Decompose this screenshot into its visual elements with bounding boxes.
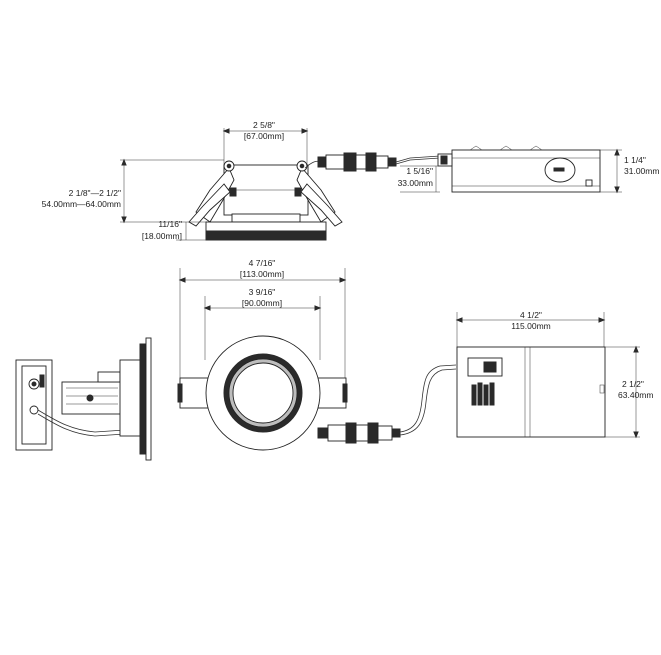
cutout-metric: 54.00mm—64.00mm — [42, 199, 121, 209]
fixture-side-profile — [15, 337, 152, 461]
driver-side-view: 1 1/4" 31.00mm 1 5/16" 33.00mm — [398, 145, 659, 194]
connector-gap-imperial: 1 5/16" — [406, 166, 433, 176]
driver-height-top-imperial: 1 1/4" — [624, 155, 646, 165]
driver-height-top-metric: 31.00mm — [624, 166, 659, 176]
connector-gap-metric: 33.00mm — [398, 178, 433, 188]
driver-height-metric: 63.40mm — [618, 390, 653, 400]
trim-inner-metric: [90.00mm] — [242, 298, 282, 308]
driver-length-imperial: 4 1/2" — [520, 310, 542, 320]
trim-height-metric: [18.00mm] — [142, 231, 182, 241]
trim-outer-metric: [113.00mm] — [240, 269, 284, 279]
trim-plan-view: 4 7/16" [113.00mm] 3 9/16" [90.00mm] — [177, 258, 457, 451]
cutout-imperial: 2 1/8"—2 1/2" — [69, 188, 121, 198]
lens — [232, 362, 294, 424]
driver-height-imperial: 2 1/2" — [622, 379, 644, 389]
trim-inner-imperial: 3 9/16" — [249, 287, 276, 297]
driver-length-metric: 115.00mm — [511, 321, 551, 331]
top-opening-metric: [67.00mm] — [244, 131, 284, 141]
driver-front-view: 4 1/2" 115.00mm 2 1/2" 63.40mm — [455, 310, 653, 439]
trim-height-imperial: 11/16" — [158, 219, 182, 229]
trim-outer-imperial: 4 7/16" — [249, 258, 276, 268]
top-opening-imperial: 2 5/8" — [253, 120, 275, 130]
fixture-side-view: 2 5/8" [67.00mm] 2 1/8"—2 1/2" 54.00mm—6… — [42, 120, 441, 241]
